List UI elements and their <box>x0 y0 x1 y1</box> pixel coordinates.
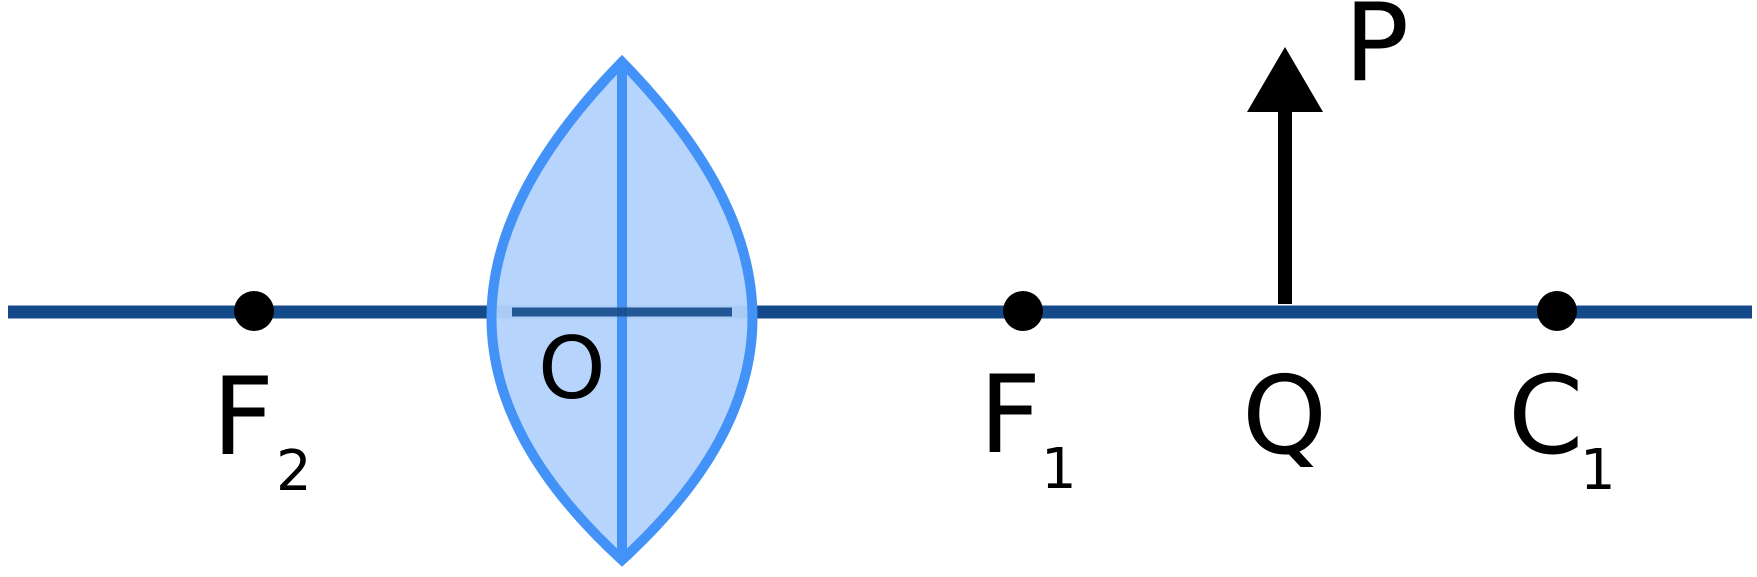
label-object-tip-letter: P <box>1344 0 1409 106</box>
object-arrow-head <box>1247 47 1323 112</box>
label-curvature-centre-sub: 1 <box>1580 438 1616 503</box>
label-focus-left-sub: 2 <box>276 439 312 504</box>
label-object-tip: P <box>1344 0 1409 106</box>
object-arrow <box>1247 47 1323 304</box>
label-focus-right: F <box>979 353 1041 478</box>
label-focus-left-letter: F <box>212 355 274 480</box>
label-optical-centre: O <box>538 319 606 419</box>
label-focus-right-subscript: 1 <box>1041 437 1077 502</box>
label-focus-right-letter: F <box>979 353 1041 478</box>
curvature-centre-point <box>1537 291 1577 331</box>
label-focus-left-subscript: 2 <box>276 439 312 504</box>
label-focus-left: F <box>212 355 274 480</box>
label-curvature-centre: C <box>1508 354 1583 479</box>
focus-left-point <box>234 291 274 331</box>
label-optical-centre-letter: O <box>538 319 606 419</box>
label-object-base-letter: Q <box>1242 354 1327 479</box>
label-curvature-centre-subscript: 1 <box>1580 438 1616 503</box>
convex-lens <box>486 54 758 567</box>
label-focus-right-sub: 1 <box>1041 437 1077 502</box>
focus-right-point <box>1003 291 1043 331</box>
label-object-base: Q <box>1242 354 1327 479</box>
label-curvature-centre-letter: C <box>1508 354 1583 479</box>
